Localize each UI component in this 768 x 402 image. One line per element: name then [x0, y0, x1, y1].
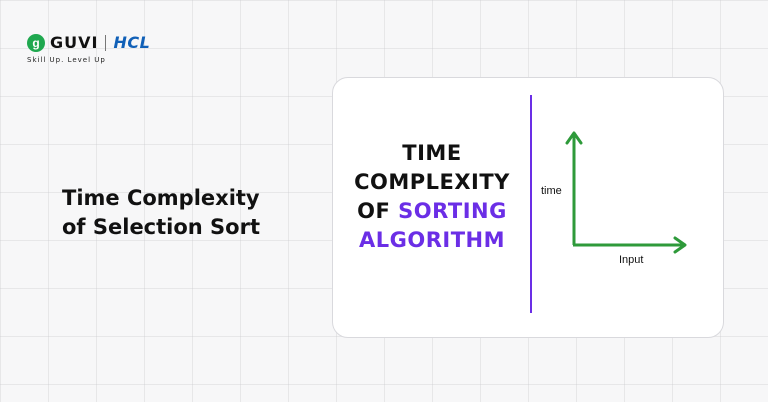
card-title-sorting: SORTING: [398, 199, 507, 223]
headline-line-1: Time Complexity: [62, 186, 260, 210]
complexity-graph-axes: [565, 131, 687, 254]
logo-row: g GUVI HCL: [27, 33, 150, 52]
logo-divider: [105, 34, 107, 51]
card-title-line-2: COMPLEXITY: [354, 170, 510, 194]
y-axis-label: time: [541, 185, 562, 197]
brand-logo: g GUVI HCL Skill Up. Level Up: [27, 33, 150, 64]
page-headline: Time Complexity of Selection Sort: [62, 184, 302, 242]
card-title-line-1: TIME: [402, 141, 462, 165]
illustration-card: TIME COMPLEXITY OF SORTING ALGORITHM tim…: [332, 77, 724, 338]
guvi-logo-icon: g: [27, 33, 45, 52]
card-title: TIME COMPLEXITY OF SORTING ALGORITHM: [333, 139, 531, 255]
headline-line-2: of Selection Sort: [62, 215, 261, 239]
hcl-wordmark: HCL: [113, 33, 151, 52]
card-title-line-3: OF SORTING: [333, 197, 531, 226]
guvi-wordmark: GUVI: [50, 33, 99, 52]
brand-tagline: Skill Up. Level Up: [27, 56, 106, 64]
y-axis-arrow-icon: [565, 131, 583, 145]
x-axis-label: Input: [619, 254, 644, 266]
x-axis-arrow-icon: [673, 236, 687, 254]
card-title-line-4: ALGORITHM: [358, 228, 505, 252]
vertical-divider: [530, 95, 532, 313]
card-title-of: OF: [357, 199, 391, 223]
